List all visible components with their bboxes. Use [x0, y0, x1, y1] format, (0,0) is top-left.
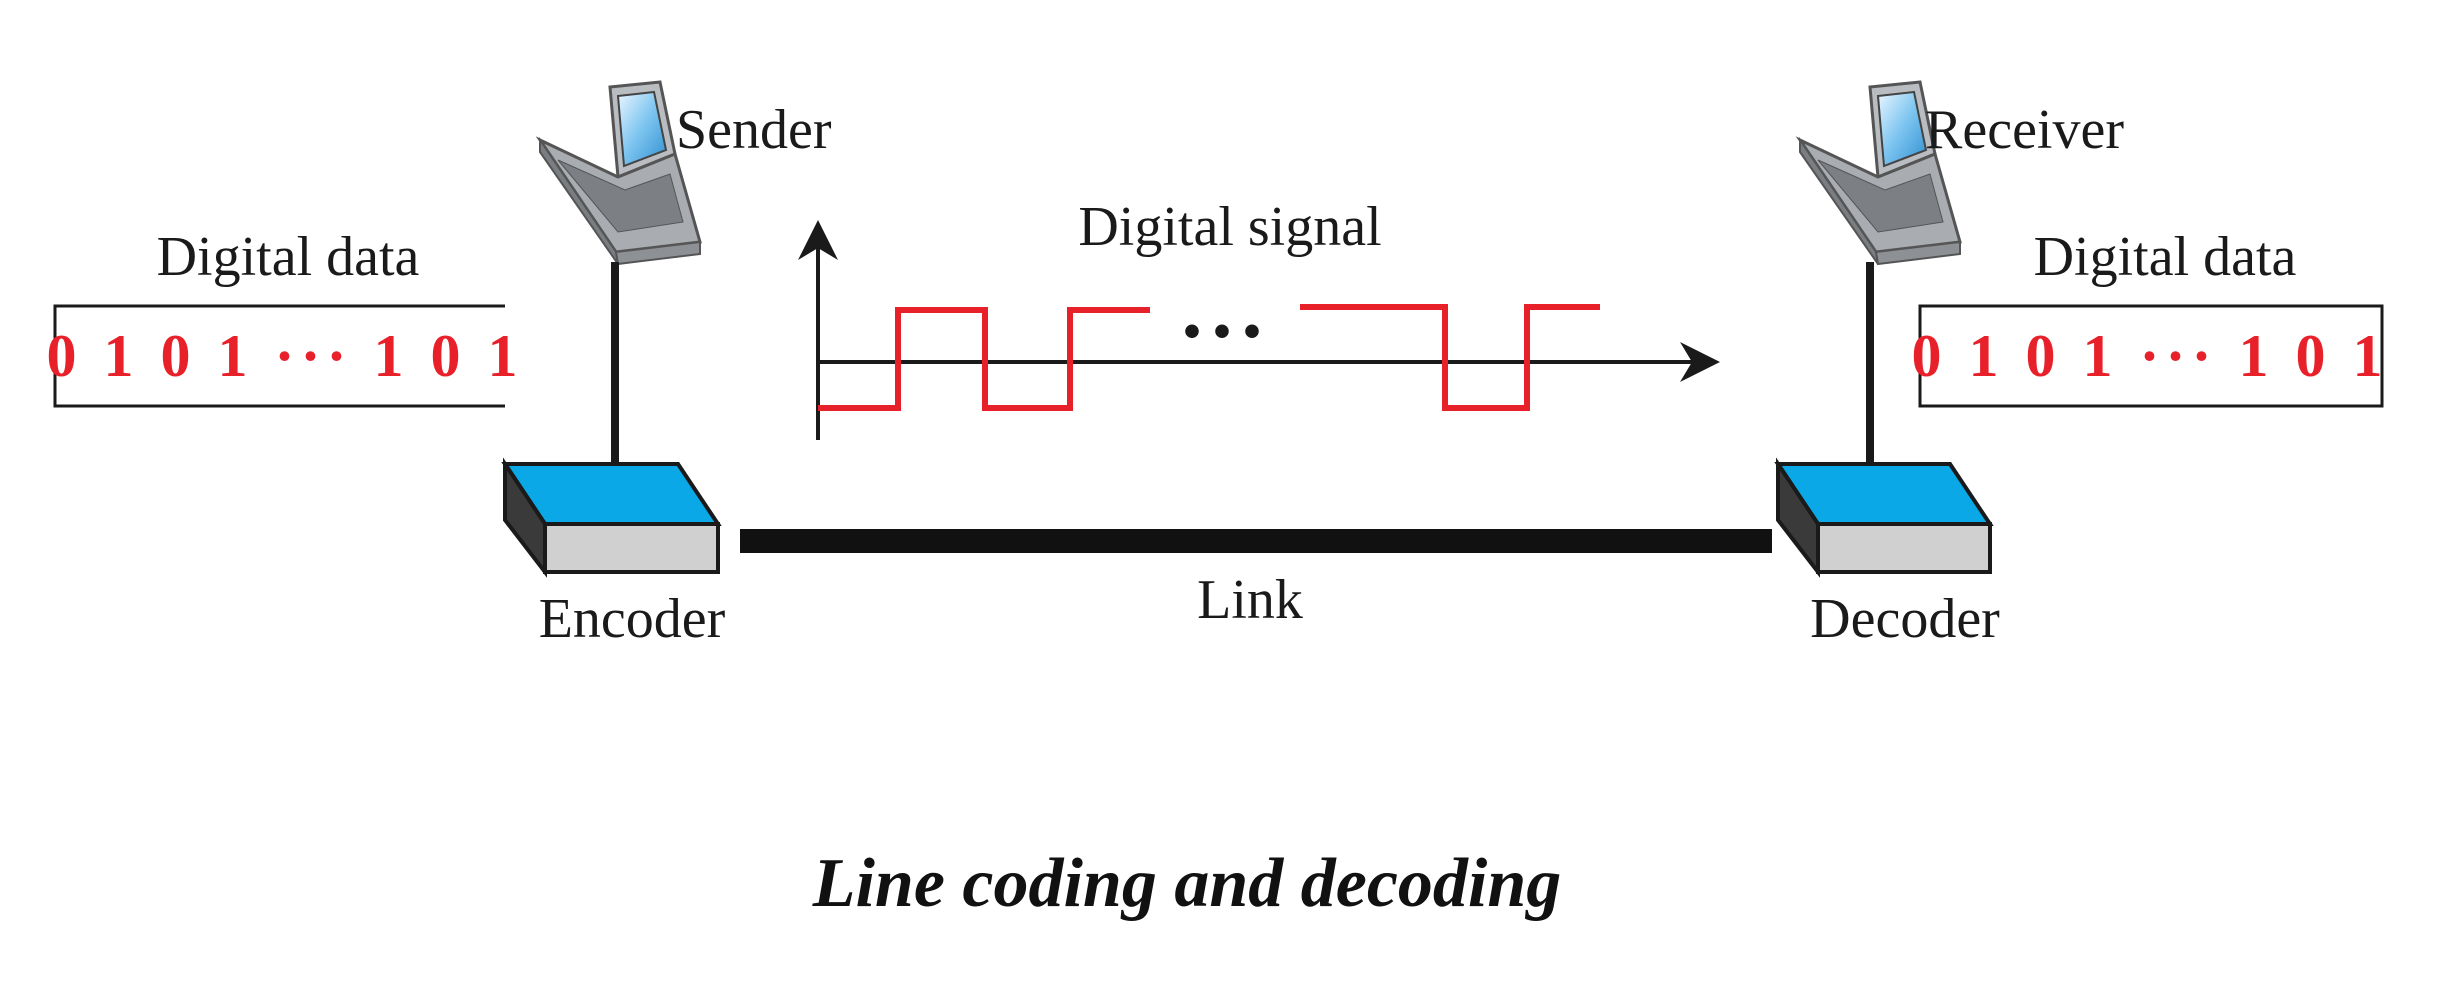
encoder-label: Encoder [539, 588, 726, 650]
decoder-device-icon [1774, 457, 1994, 578]
receiver-bits: 0 1 0 1 ··· 1 0 1 [1911, 323, 2388, 389]
signal-waveform-left [818, 307, 1150, 411]
link-label: Link [1197, 569, 1303, 631]
receiver-data-label: Digital data [2034, 226, 2297, 288]
signal-ellipsis: • • • [1183, 303, 1261, 359]
digital-signal-label: Digital signal [1078, 196, 1381, 258]
receiver-data-box [1918, 304, 2384, 408]
sender-data-box [53, 304, 505, 408]
sender-label: Sender [676, 99, 832, 161]
sender-bits: 0 1 0 1 ··· 1 0 1 [46, 323, 523, 389]
decoder-label: Decoder [1810, 588, 2000, 650]
signal-waveform-right [1300, 304, 1600, 411]
figure-caption: Line coding and decoding [812, 845, 1562, 922]
sender-data-label: Digital data [157, 226, 420, 288]
receiver-label: Receiver [1925, 99, 2124, 161]
sender-laptop-icon [535, 80, 702, 266]
encoder-device-icon [501, 457, 722, 578]
receiver-laptop-icon [1795, 80, 1962, 266]
